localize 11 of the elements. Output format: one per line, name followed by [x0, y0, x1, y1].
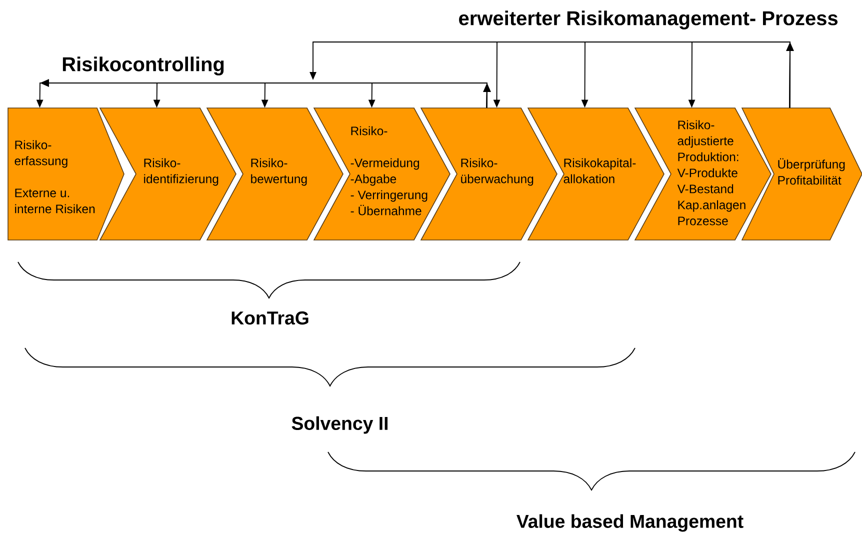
- chevron-box: Risiko- adjustierte Produktion: V-Produkte V-Bestand Kap.anlagen Prozesse: [634, 108, 772, 240]
- chevron-box: Risiko- erfassung Externe u. interne Risiken: [8, 108, 124, 240]
- heading: Value based Management: [516, 514, 744, 532]
- chevron-box: Risiko- -Vermeidung -Abgabe - Verringerung - Übernahme: [313, 108, 450, 240]
- arrow: [310, 42, 790, 108]
- heading: Solvency II: [292, 416, 388, 434]
- node-label: Überprüfung Profitabilität: [778, 158, 845, 185]
- heading: KonTraG: [232, 311, 308, 325]
- heading: Risikocontrolling: [62, 56, 224, 76]
- chevron-box: Risiko- identifizierung: [99, 108, 236, 240]
- heading: erweiterter Risikomanagement- Prozess: [459, 10, 838, 30]
